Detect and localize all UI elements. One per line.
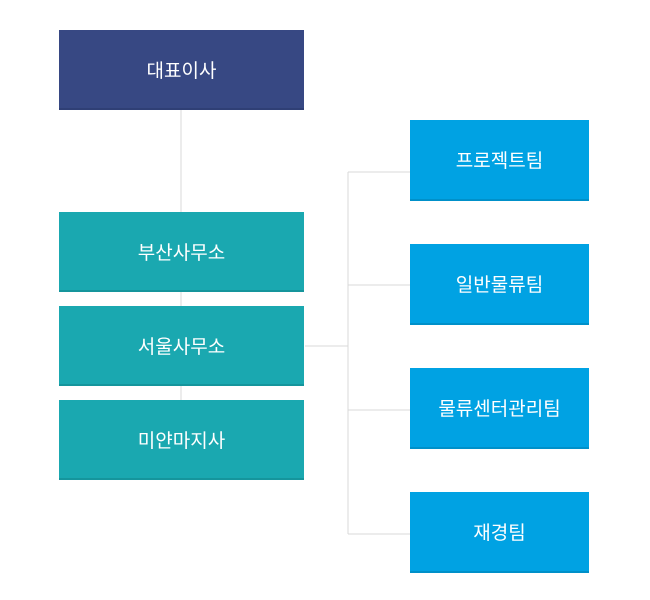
- team-box-logistics-center: 물류센터관리팀: [410, 368, 589, 449]
- office-box-myanmar: 미얀마지사: [59, 400, 304, 480]
- office-box-seoul: 서울사무소: [59, 306, 304, 386]
- office-box-busan: 부산사무소: [59, 212, 304, 292]
- team-label: 재경팀: [473, 522, 526, 544]
- team-label: 일반물류팀: [455, 274, 544, 296]
- office-label: 미얀마지사: [137, 429, 226, 452]
- team-label: 프로젝트팀: [455, 150, 544, 172]
- ceo-label: 대표이사: [146, 59, 217, 82]
- office-label: 서울사무소: [137, 335, 226, 358]
- team-box-finance: 재경팀: [410, 492, 589, 573]
- office-label: 부산사무소: [137, 241, 226, 264]
- team-box-general-logistics: 일반물류팀: [410, 244, 589, 325]
- ceo-box: 대표이사: [59, 30, 304, 110]
- team-label: 물류센터관리팀: [438, 398, 561, 420]
- team-box-project: 프로젝트팀: [410, 120, 589, 201]
